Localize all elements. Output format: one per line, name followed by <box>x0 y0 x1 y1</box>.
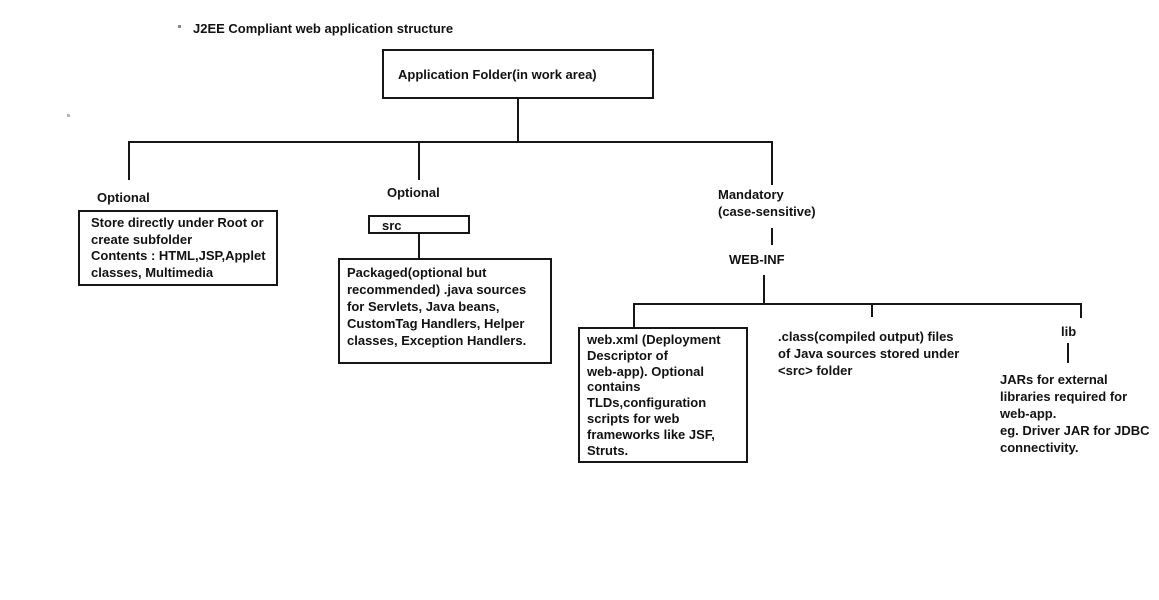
connector-webxml-drop <box>633 303 635 327</box>
connector-left-drop <box>128 141 130 180</box>
connector-src-vertical <box>418 234 420 258</box>
node-java-sources: Packaged(optional but recommended) .java… <box>338 258 552 364</box>
connector-main-horizontal <box>128 141 773 143</box>
connector-root-vertical <box>517 99 519 141</box>
diagram-title: J2EE Compliant web application structure <box>193 21 454 36</box>
node-jars-note: JARs for external libraries required for… <box>1000 372 1150 455</box>
connector-webinf-vertical <box>763 275 765 303</box>
label-mandatory: Mandatory (case-sensitive) <box>718 187 816 219</box>
node-web-xml: web.xml (Deployment Descriptor of web-ap… <box>578 327 748 464</box>
node-class-files-note: .class(compiled output) files of Java so… <box>778 329 960 378</box>
stray-dot <box>178 25 181 28</box>
node-src-folder: src <box>368 215 470 234</box>
connector-mandatory-vertical <box>771 228 773 245</box>
node-root-content: Store directly under Root or create subf… <box>78 210 278 286</box>
connector-class-drop <box>871 303 873 317</box>
node-application-folder: Application Folder(in work area) <box>382 49 654 99</box>
connector-lib-vertical <box>1067 343 1069 363</box>
connector-lib-drop <box>1080 303 1082 318</box>
connector-webinf-horizontal <box>633 303 1082 305</box>
connector-middle-drop <box>418 141 420 180</box>
label-optional-middle: Optional <box>387 185 440 200</box>
connector-right-drop <box>771 141 773 185</box>
stray-dot <box>67 114 70 117</box>
label-optional-left: Optional <box>97 190 150 205</box>
node-web-inf-folder: WEB-INF <box>729 252 785 267</box>
node-lib-folder: lib <box>1061 324 1077 339</box>
